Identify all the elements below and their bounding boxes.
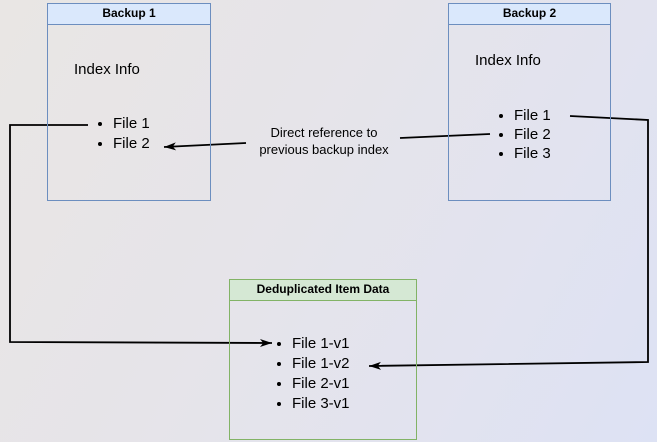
edge-label: Direct reference to previous backup inde…	[249, 124, 399, 158]
backup1-box: Backup 1 Index Info File 1 File 2	[47, 3, 211, 201]
list-item: File 3-v1	[292, 394, 350, 414]
list-item: File 1-v1	[292, 334, 350, 354]
backup1-file-list: File 1 File 2	[96, 114, 150, 154]
backup2-title: Backup 2	[449, 4, 610, 25]
dedup-box: Deduplicated Item Data File 1-v1 File 1-…	[229, 279, 417, 440]
edge-label-line2: previous backup index	[259, 142, 389, 157]
backup1-index-info-label: Index Info	[74, 61, 140, 78]
edge-label-line1: Direct reference to	[270, 125, 378, 140]
backup2-index-info-label: Index Info	[475, 52, 541, 69]
dedup-title: Deduplicated Item Data	[230, 280, 416, 301]
dedup-file-list: File 1-v1 File 1-v2 File 2-v1 File 3-v1	[276, 334, 350, 414]
backup2-box: Backup 2 Index Info File 1 File 2 File 3	[448, 3, 611, 201]
list-item: File 2-v1	[292, 374, 350, 394]
list-item: File 2	[514, 125, 551, 144]
backup2-file-list: File 1 File 2 File 3	[497, 106, 551, 163]
backup1-title: Backup 1	[48, 4, 210, 25]
list-item: File 2	[113, 134, 150, 154]
list-item: File 3	[514, 144, 551, 163]
list-item: File 1	[113, 114, 150, 134]
list-item: File 1	[514, 106, 551, 125]
list-item: File 1-v2	[292, 354, 350, 374]
